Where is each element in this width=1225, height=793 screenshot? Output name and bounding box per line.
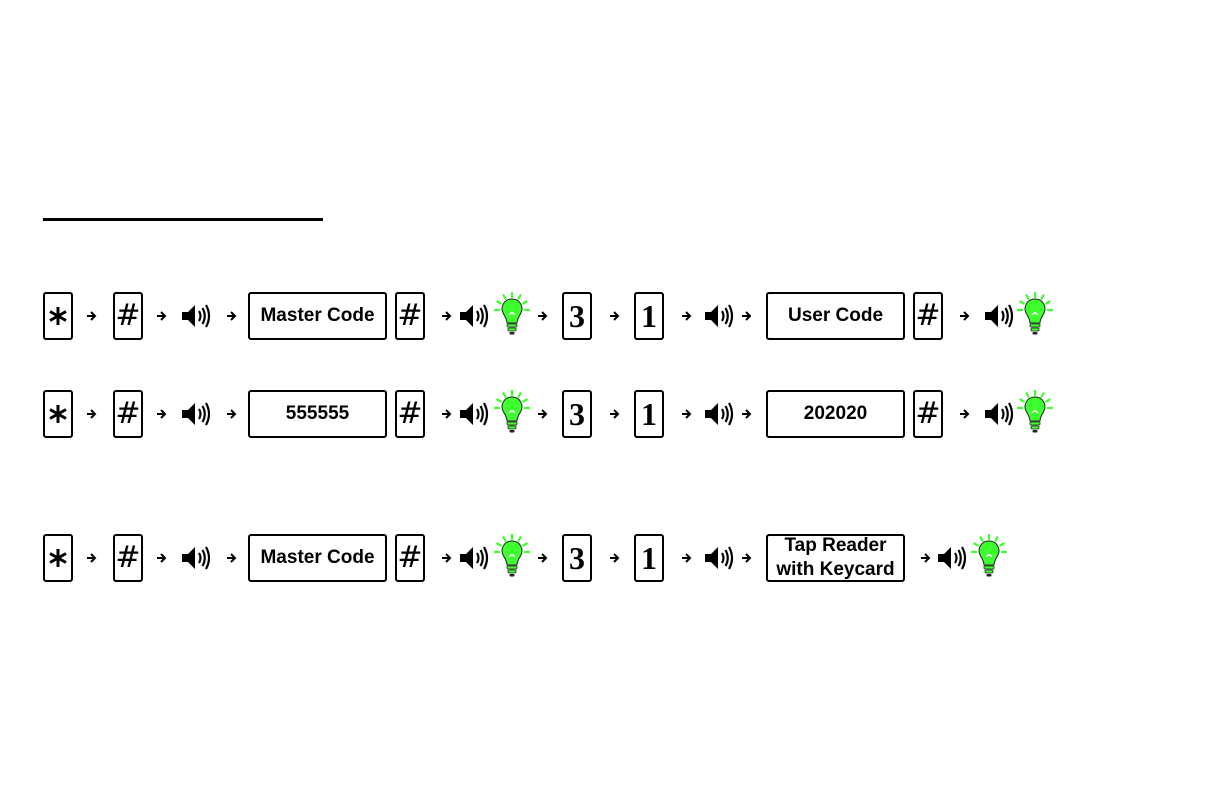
led-light-green-icon bbox=[494, 293, 530, 337]
led-light-green-icon bbox=[494, 391, 530, 435]
arrow-right-icon bbox=[609, 552, 621, 564]
speaker-beep-icon bbox=[703, 544, 735, 572]
arrow-right-icon bbox=[86, 408, 98, 420]
asterisk-icon bbox=[47, 305, 69, 327]
arrow-right-icon bbox=[441, 310, 453, 322]
key-hash: # bbox=[113, 390, 143, 438]
key-3: 3 bbox=[562, 534, 592, 582]
arrow-right-icon bbox=[741, 310, 753, 322]
arrow-right-icon bbox=[156, 310, 168, 322]
section-heading-underline bbox=[43, 218, 323, 221]
asterisk-icon bbox=[47, 547, 69, 569]
arrow-right-icon bbox=[226, 552, 238, 564]
key-hash: # bbox=[113, 292, 143, 340]
led-light-green-icon bbox=[971, 535, 1007, 579]
speaker-beep-icon bbox=[703, 302, 735, 330]
arrow-right-icon bbox=[681, 552, 693, 564]
speaker-beep-icon bbox=[983, 302, 1015, 330]
master-code-box: Master Code bbox=[248, 292, 387, 340]
key-hash: # bbox=[913, 390, 943, 438]
arrow-right-icon bbox=[537, 310, 549, 322]
led-light-green-icon bbox=[1017, 293, 1053, 337]
arrow-right-icon bbox=[609, 310, 621, 322]
arrow-right-icon bbox=[156, 408, 168, 420]
user-code-box: User Code bbox=[766, 292, 905, 340]
speaker-beep-icon bbox=[180, 302, 212, 330]
speaker-beep-icon bbox=[458, 544, 490, 572]
key-3: 3 bbox=[562, 390, 592, 438]
arrow-right-icon bbox=[86, 552, 98, 564]
speaker-beep-icon bbox=[936, 544, 968, 572]
master-code-box: Master Code bbox=[248, 534, 387, 582]
key-hash: # bbox=[395, 390, 425, 438]
key-hash: # bbox=[913, 292, 943, 340]
arrow-right-icon bbox=[537, 552, 549, 564]
speaker-beep-icon bbox=[703, 400, 735, 428]
key-1: 1 bbox=[634, 292, 664, 340]
key-3: 3 bbox=[562, 292, 592, 340]
master-code-box: 555555 bbox=[248, 390, 387, 438]
arrow-right-icon bbox=[741, 408, 753, 420]
led-light-green-icon bbox=[494, 535, 530, 579]
asterisk-icon bbox=[47, 403, 69, 425]
arrow-right-icon bbox=[741, 552, 753, 564]
arrow-right-icon bbox=[681, 310, 693, 322]
key-1: 1 bbox=[634, 390, 664, 438]
speaker-beep-icon bbox=[458, 302, 490, 330]
arrow-right-icon bbox=[959, 310, 971, 322]
led-light-green-icon bbox=[1017, 391, 1053, 435]
key-star bbox=[43, 292, 73, 340]
speaker-beep-icon bbox=[180, 544, 212, 572]
tap-reader-box: Tap Reader with Keycard bbox=[766, 534, 905, 582]
key-hash: # bbox=[395, 534, 425, 582]
arrow-right-icon bbox=[609, 408, 621, 420]
arrow-right-icon bbox=[441, 552, 453, 564]
speaker-beep-icon bbox=[180, 400, 212, 428]
key-1: 1 bbox=[634, 534, 664, 582]
arrow-right-icon bbox=[226, 310, 238, 322]
key-hash: # bbox=[395, 292, 425, 340]
arrow-right-icon bbox=[156, 552, 168, 564]
arrow-right-icon bbox=[537, 408, 549, 420]
key-hash: # bbox=[113, 534, 143, 582]
key-star bbox=[43, 534, 73, 582]
speaker-beep-icon bbox=[983, 400, 1015, 428]
arrow-right-icon bbox=[226, 408, 238, 420]
arrow-right-icon bbox=[441, 408, 453, 420]
arrow-right-icon bbox=[681, 408, 693, 420]
arrow-right-icon bbox=[86, 310, 98, 322]
user-code-box: 202020 bbox=[766, 390, 905, 438]
key-star bbox=[43, 390, 73, 438]
arrow-right-icon bbox=[920, 552, 932, 564]
speaker-beep-icon bbox=[458, 400, 490, 428]
arrow-right-icon bbox=[959, 408, 971, 420]
